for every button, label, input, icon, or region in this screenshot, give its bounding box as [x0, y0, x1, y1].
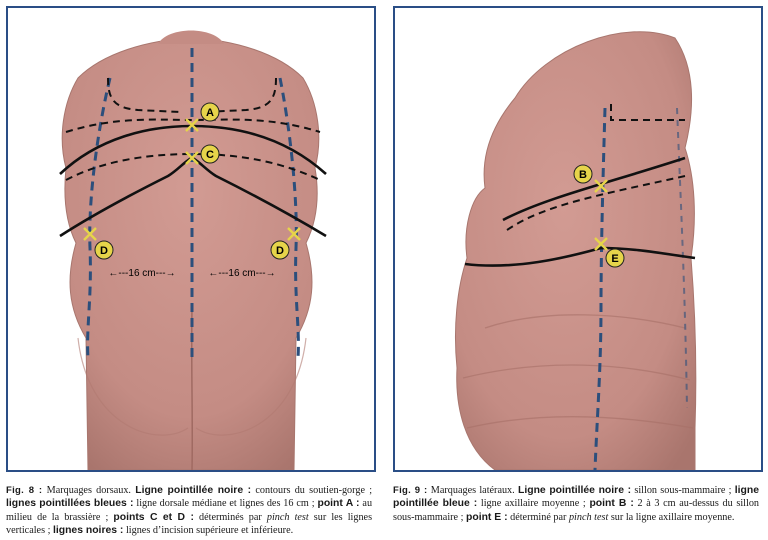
buttock-right-contour — [195, 337, 307, 436]
caption-9-term-2: ligne pointillée bleue : — [393, 485, 760, 510]
lower-incision-line-side — [464, 246, 696, 267]
caption-8-text-4a: déterminés par — [199, 511, 262, 523]
point-c-label: C — [200, 144, 220, 164]
x-marker-a — [185, 118, 199, 132]
x-marker-d-left — [83, 227, 97, 241]
figure-8-number: Fig. 8 : — [6, 485, 43, 496]
svg-text:A: A — [206, 107, 214, 119]
back-blue-dashed — [676, 107, 688, 409]
midaxillary-blue-dashed — [593, 107, 607, 470]
upper-incision-line-side — [502, 156, 686, 222]
x-marker-d-right — [287, 227, 301, 241]
side-fold-3 — [466, 415, 694, 429]
figure-8-illustration: A C D D ←---16 cm---→ ←---16 cm---→ — [6, 6, 376, 472]
figure-9-caption: Fig. 9 : Marquages latéraux. Ligne point… — [393, 484, 759, 524]
point-d-left-label: D — [94, 240, 114, 260]
side-fold-2 — [462, 364, 691, 381]
caption-9-text-3: 2 à 3 cm au-dessus du sillon sous-mammai… — [393, 498, 760, 523]
x-marker-b — [594, 179, 608, 193]
caption-9-term-3: point B : — [589, 498, 634, 510]
caption-9-text-4a: déterminé par — [510, 511, 567, 523]
caption-8-term-2: lignes pointillées bleues : — [6, 498, 134, 510]
caption-9-text-4b: sur la ligne axillaire moyenne. — [610, 511, 735, 523]
x-marker-e — [594, 237, 608, 251]
figure-9-illustration: B E — [393, 6, 763, 472]
buttock-left-contour — [77, 337, 189, 436]
caption-9-term-4: point E : — [466, 511, 508, 523]
buttock-cleft — [190, 307, 194, 470]
point-e-label: E — [605, 248, 625, 268]
measurement-right-16cm: ←---16 cm---→ — [208, 268, 275, 279]
x-markers-side — [594, 179, 608, 251]
inframammary-fold-dashed — [506, 175, 686, 231]
bra-strap-right-dashed — [203, 77, 277, 113]
caption-8-text-4b: sur les lignes verticales ; — [6, 511, 373, 537]
caption-8-text-1: contours du soutien-gorge ; — [255, 485, 373, 496]
side-markings-drawing: B E — [454, 31, 697, 470]
caption-8-text-3: au milieu de la brassière ; — [6, 498, 373, 523]
caption-8-term-3: point A : — [317, 498, 360, 510]
point-d-right-label: D — [270, 240, 290, 260]
side-fold-1 — [484, 314, 686, 329]
caption-8-intro: Marquages dorsaux. — [46, 485, 131, 496]
bra-band-dashed-upper — [65, 118, 321, 133]
x-markers — [83, 118, 301, 241]
caption-9-term-1: Ligne pointillée noire : — [518, 485, 632, 496]
figure-8-caption: Fig. 8 : Marquages dorsaux. Ligne pointi… — [6, 484, 372, 538]
x-marker-c — [185, 151, 199, 165]
point-b-label: B — [573, 164, 593, 184]
neck-shape — [158, 30, 224, 44]
caption-8-text-4-italic: pinch test — [266, 511, 309, 523]
caption-9-intro: Marquages latéraux. — [430, 485, 515, 496]
caption-8-text-2: ligne dorsale médiane et lignes des 16 c… — [136, 498, 315, 510]
svg-text:B: B — [579, 169, 587, 181]
figure-9-number: Fig. 9 : — [393, 485, 428, 496]
back-markings-drawing: A C D D ←---16 cm---→ ←---16 cm---→ — [59, 30, 327, 470]
side-torso-shape — [454, 31, 697, 470]
caption-8-term-5: lignes noires : — [52, 525, 124, 537]
bra-strap-left-dashed — [107, 77, 181, 113]
caption-9-text-2: ligne axillaire moyenne ; — [480, 498, 586, 510]
svg-text:D: D — [100, 245, 108, 257]
caption-8-term-4: points C et D : — [113, 511, 194, 523]
svg-text:E: E — [611, 253, 618, 265]
svg-text:D: D — [276, 245, 284, 257]
point-a-label: A — [200, 102, 220, 122]
caption-8-text-5: lignes d’incision supérieure et inférieu… — [125, 525, 294, 537]
svg-text:C: C — [206, 149, 214, 161]
bra-contour-dashed — [610, 104, 685, 121]
bra-band-dashed-lower — [65, 152, 321, 181]
measurement-left-16cm: ←---16 cm---→ — [108, 268, 175, 279]
left-16cm-blue-dashed — [86, 77, 112, 359]
caption-9-text-4-italic: pinch test — [568, 511, 609, 523]
caption-9-text-1: sillon sous-mammaire ; — [634, 485, 732, 496]
caption-8-term-1: Ligne pointillée noire : — [135, 485, 252, 496]
right-16cm-blue-dashed — [278, 77, 300, 359]
